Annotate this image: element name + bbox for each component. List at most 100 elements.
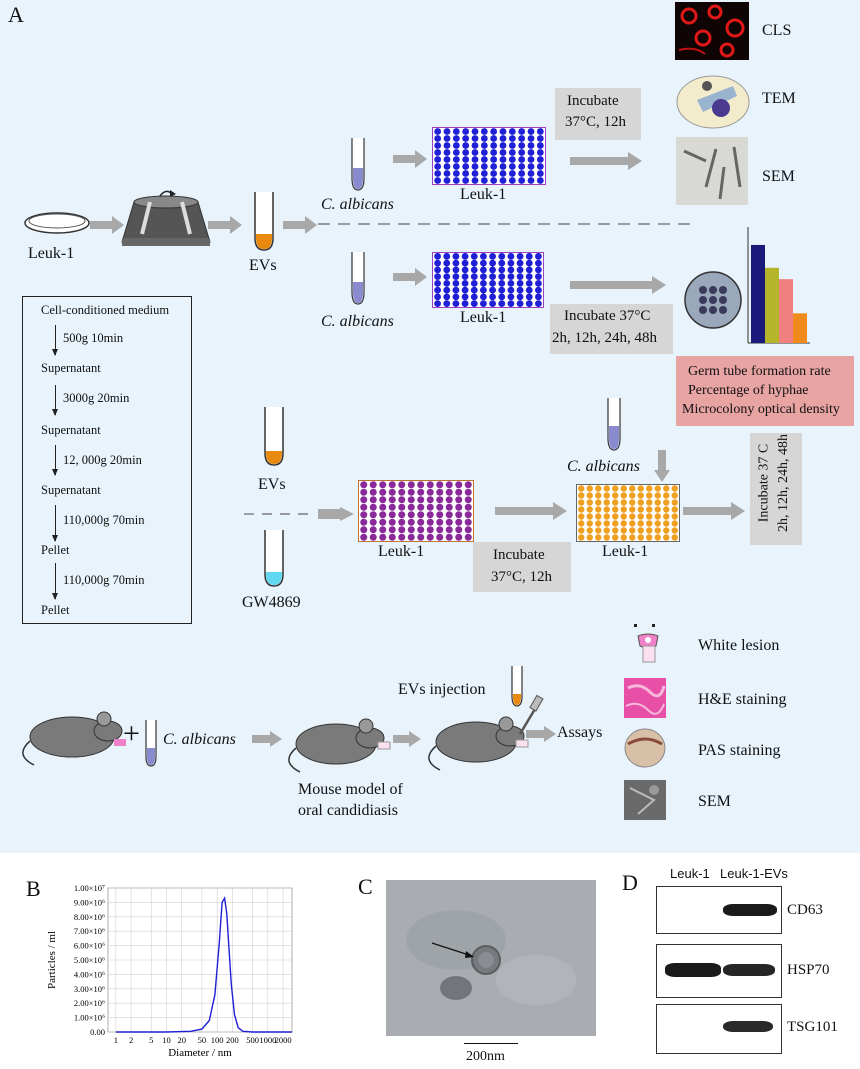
plate-well xyxy=(612,513,619,520)
plate-well xyxy=(603,485,610,492)
plate-well xyxy=(629,534,636,541)
plate-well xyxy=(434,149,442,156)
y-tick-label: 6.00×10⁶ xyxy=(74,941,105,951)
plate-well xyxy=(388,518,396,526)
plate-well xyxy=(379,503,387,511)
plate-well xyxy=(525,273,533,281)
plate-well xyxy=(470,266,478,274)
plate-well xyxy=(489,259,496,267)
plate-well xyxy=(518,135,526,142)
protocol-start: Cell-conditioned medium xyxy=(41,303,170,317)
plate-well xyxy=(507,259,515,267)
plate-well xyxy=(461,266,469,274)
plate-well xyxy=(498,300,506,308)
plate-well xyxy=(464,533,472,541)
scale-bar-label: 200nm xyxy=(466,1049,505,1064)
plate-well xyxy=(518,163,526,170)
well-plate-inhibition xyxy=(358,480,474,542)
plate-well xyxy=(518,170,526,177)
plate-well xyxy=(461,286,469,294)
plate-well xyxy=(499,149,507,156)
plate-well xyxy=(637,520,644,527)
col-leuk1-evs: Leuk-1-EVs xyxy=(720,866,788,881)
plate-well xyxy=(508,163,516,170)
plate-well xyxy=(637,499,644,506)
plate-well xyxy=(507,252,515,260)
plate-well xyxy=(516,273,524,281)
mini-chart-bar xyxy=(765,267,779,343)
x-tick-label: 10 xyxy=(162,1035,171,1045)
plate-well xyxy=(527,149,535,156)
plate-well xyxy=(443,128,451,135)
tem-image-icon xyxy=(676,75,750,129)
mid-incubate-line1: Incubate 37°C xyxy=(564,308,651,324)
plate-well xyxy=(471,135,479,142)
plate-well xyxy=(388,526,396,534)
top-candida-label: C. albicans xyxy=(321,196,394,213)
blot-tsg101 xyxy=(656,1004,782,1054)
plate-well xyxy=(595,513,602,520)
plate-well xyxy=(536,149,544,156)
plate-well xyxy=(452,279,460,287)
plate-well xyxy=(407,496,415,504)
plate-well xyxy=(434,259,441,267)
scale-bar xyxy=(464,1043,518,1044)
mouse-model-line2: oral candidiasis xyxy=(298,802,398,819)
y-axis-label: Particles / ml xyxy=(46,931,58,989)
plate-well xyxy=(489,300,496,308)
arrow-inhibition-plates xyxy=(495,502,567,520)
plate-well xyxy=(417,511,425,519)
plate-well xyxy=(499,177,507,184)
plate-well xyxy=(620,499,627,506)
plate-well xyxy=(671,520,678,527)
plate-well xyxy=(369,533,377,541)
plate-well xyxy=(360,503,368,511)
plate-well xyxy=(398,518,406,526)
assay-white-lesion: White lesion xyxy=(698,637,780,654)
plate-well xyxy=(455,481,463,489)
protocol-spin-1: 500g 10min xyxy=(63,331,124,345)
plate-well xyxy=(480,128,488,135)
panel-d-label: D xyxy=(622,870,638,895)
y-tick-label: 9.00×10⁶ xyxy=(74,897,105,907)
plate-well xyxy=(507,266,515,274)
plate-well xyxy=(499,170,507,177)
plate-well xyxy=(516,279,524,287)
plate-well xyxy=(388,533,396,541)
vertical-incubate-box: Incubate 37 C 2h, 12h, 24h, 48h xyxy=(750,433,802,545)
mouse-3-icon xyxy=(428,694,544,771)
y-tick-label: 4.00×10⁶ xyxy=(74,969,105,979)
plate-well xyxy=(525,266,533,274)
white-lesion-icon xyxy=(634,624,659,663)
plate-well xyxy=(612,520,619,527)
plate-well xyxy=(417,526,425,534)
plate-well xyxy=(434,170,442,177)
plate-well xyxy=(480,266,487,274)
plate-well xyxy=(516,300,524,308)
plate-well xyxy=(360,496,368,504)
plate-well xyxy=(398,511,406,519)
plate-well xyxy=(490,177,498,184)
plate-well xyxy=(443,293,451,301)
plate-well xyxy=(462,170,470,177)
plate-well xyxy=(498,252,506,260)
plus-sign: + xyxy=(123,717,140,750)
plate-well xyxy=(654,534,661,541)
plate-well xyxy=(663,534,670,541)
plate-well xyxy=(452,293,460,301)
top-incubate-box: Incubate 37°C, 12h xyxy=(555,88,641,140)
plate-well xyxy=(646,527,653,534)
plate-well xyxy=(445,533,453,541)
plate-well xyxy=(398,533,406,541)
result-microcolony: Microcolony optical density xyxy=(682,402,840,417)
plate-well xyxy=(452,300,460,308)
row-tsg101: TSG101 xyxy=(787,1019,838,1035)
plate-well xyxy=(379,533,387,541)
vertical-incubate-line1: Incubate 37 C xyxy=(756,443,772,523)
plate-well xyxy=(462,149,470,156)
plate-well xyxy=(471,128,479,135)
candida-tube-mid-icon xyxy=(351,252,365,305)
plate-well xyxy=(671,527,678,534)
plate-well xyxy=(452,259,460,267)
gw4869-label: GW4869 xyxy=(242,594,301,611)
